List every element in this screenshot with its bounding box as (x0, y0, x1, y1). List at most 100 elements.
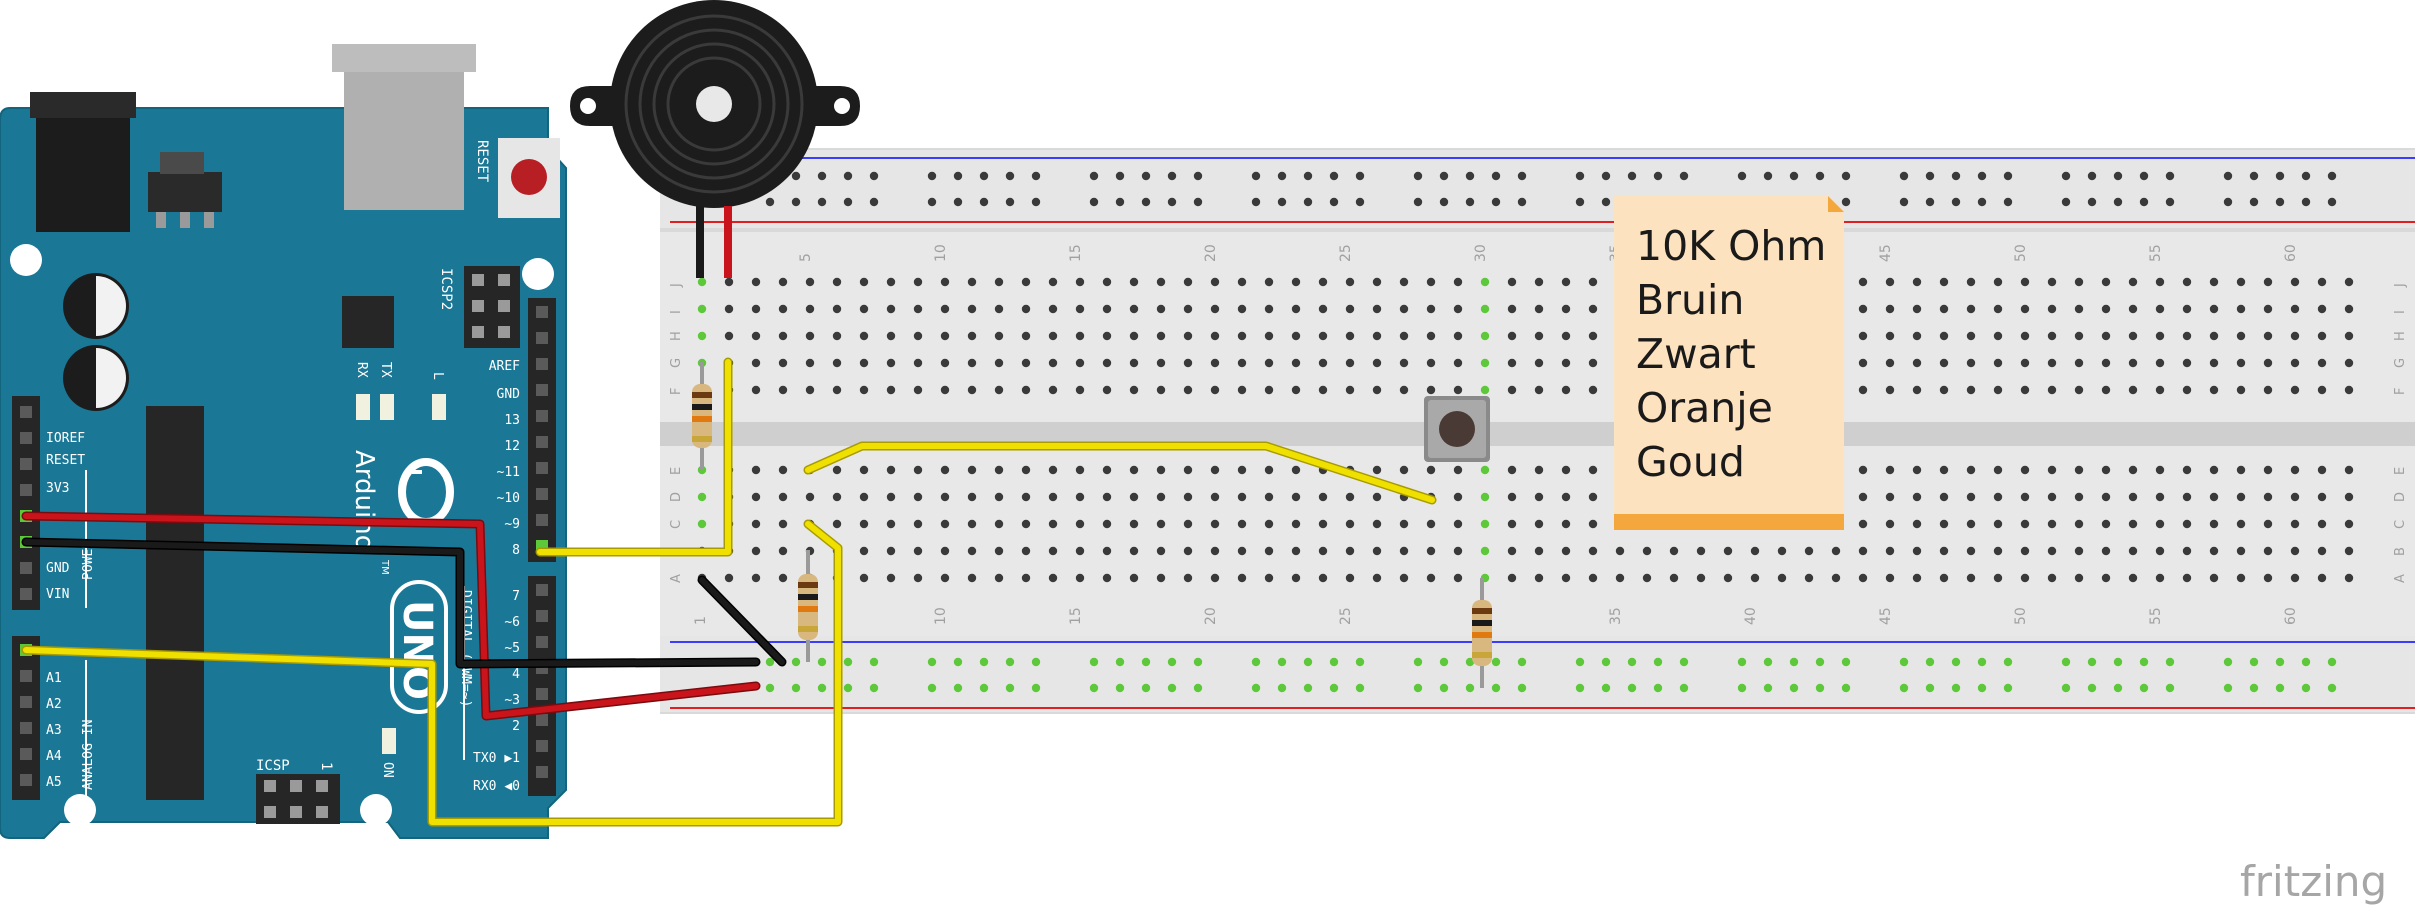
breadboard-hole (1251, 657, 1261, 667)
breadboard-hole (1858, 277, 1868, 287)
header-pin (20, 748, 32, 760)
breadboard-hole (994, 331, 1004, 341)
breadboard-hole (1237, 331, 1247, 341)
analog-pin-label: A2 (46, 697, 62, 712)
breadboard-hole (2101, 465, 2111, 475)
breadboard-hole (1517, 657, 1527, 667)
breadboard-hole (1156, 465, 1166, 475)
breadboard-hole (1966, 277, 1976, 287)
breadboard-hole (1291, 573, 1301, 583)
breadboard-hole (1399, 358, 1409, 368)
header-pin (20, 722, 32, 734)
breadboard-hole (1465, 197, 1475, 207)
breadboard-hole (859, 546, 869, 556)
breadboard-hole (1156, 385, 1166, 395)
breadboard-hole (927, 197, 937, 207)
breadboard-hole (1210, 492, 1220, 502)
push-button[interactable] (1424, 396, 1490, 462)
breadboard-hole (1264, 277, 1274, 287)
breadboard-hole (1588, 358, 1598, 368)
breadboard-hole (2301, 683, 2311, 693)
breadboard-hole (1291, 358, 1301, 368)
row-letter: J (2393, 283, 2408, 288)
push-button-cap[interactable] (1439, 411, 1475, 447)
breadboard-hole (2087, 197, 2097, 207)
usb-body (344, 72, 464, 210)
breadboard-hole (1237, 385, 1247, 395)
row-letter: E (2393, 467, 2408, 475)
breadboard-hole (2263, 385, 2273, 395)
header-pin (536, 488, 548, 500)
breadboard-hole (1993, 465, 2003, 475)
breadboard-hole (1237, 465, 1247, 475)
breadboard-hole (2209, 519, 2219, 529)
reset-button-cap[interactable] (511, 159, 547, 195)
breadboard-hole (817, 171, 827, 181)
breadboard-hole (2047, 465, 2057, 475)
buzzer-mount-hole (580, 98, 596, 114)
buzzer-center (696, 86, 732, 122)
breadboard-hole (1329, 197, 1339, 207)
resistor-a0 (798, 550, 818, 662)
breadboard-hole (1291, 519, 1301, 529)
breadboard-hole (1841, 657, 1851, 667)
breadboard-hole (1372, 573, 1382, 583)
column-number: 60 (2283, 607, 2299, 625)
breadboard-hole (1413, 171, 1423, 181)
note-line: Oranje (1636, 384, 1773, 432)
header-pin (20, 670, 32, 682)
breadboard-hole (1264, 519, 1274, 529)
digital-pin-label: ~5 (504, 641, 520, 656)
note-line: Zwart (1636, 330, 1756, 378)
breadboard-hole (940, 331, 950, 341)
breadboard-hole (1021, 277, 1031, 287)
breadboard-hole (1939, 358, 1949, 368)
piezo-buzzer (570, 0, 860, 278)
breadboard-hole (1588, 385, 1598, 395)
breadboard-hole (859, 573, 869, 583)
breadboard-hole (1453, 277, 1463, 287)
breadboard-hole (1534, 277, 1544, 287)
breadboard-hole (940, 465, 950, 475)
breadboard-hole (1737, 171, 1747, 181)
breadboard-hole (1129, 492, 1139, 502)
breadboard-hole (2113, 683, 2123, 693)
column-number: 1 (693, 616, 709, 625)
breadboard-hole (1129, 304, 1139, 314)
breadboard-hole (1453, 519, 1463, 529)
breadboard-hole (2074, 331, 2084, 341)
breadboard-hole (805, 492, 815, 502)
breadboard-hole (1264, 465, 1274, 475)
breadboard-hole (2263, 277, 2273, 287)
breadboard-hole (2020, 385, 2030, 395)
breadboard-hole (1925, 683, 1935, 693)
breadboard-hole (1129, 519, 1139, 529)
note-footer (1614, 514, 1844, 530)
breadboard-hole (1977, 171, 1987, 181)
row-letter: D (669, 492, 684, 502)
breadboard-hole (2020, 331, 2030, 341)
breadboard-hole (2182, 546, 2192, 556)
breadboard-hole (927, 171, 937, 181)
breadboard-hole (1912, 385, 1922, 395)
rx-led (356, 394, 370, 420)
breadboard-hole (2182, 304, 2192, 314)
breadboard-hole (1102, 573, 1112, 583)
breadboard-hole (1264, 492, 1274, 502)
breadboard-hole (1075, 573, 1085, 583)
breadboard-hole (1939, 519, 1949, 529)
breadboard-hole (913, 573, 923, 583)
breadboard-hole (1318, 385, 1328, 395)
breadboard-hole (913, 358, 923, 368)
breadboard-hole (751, 492, 761, 502)
analog-pin-label: A1 (46, 671, 62, 686)
breadboard-hole (1491, 197, 1501, 207)
breadboard-hole (1291, 546, 1301, 556)
breadboard-hole (2344, 331, 2354, 341)
breadboard-hole (791, 197, 801, 207)
breadboard-hole (765, 657, 775, 667)
breadboard-hole (1089, 683, 1099, 693)
breadboard-hole (1264, 358, 1274, 368)
breadboard-hole (2155, 573, 2165, 583)
breadboard-hole (817, 197, 827, 207)
